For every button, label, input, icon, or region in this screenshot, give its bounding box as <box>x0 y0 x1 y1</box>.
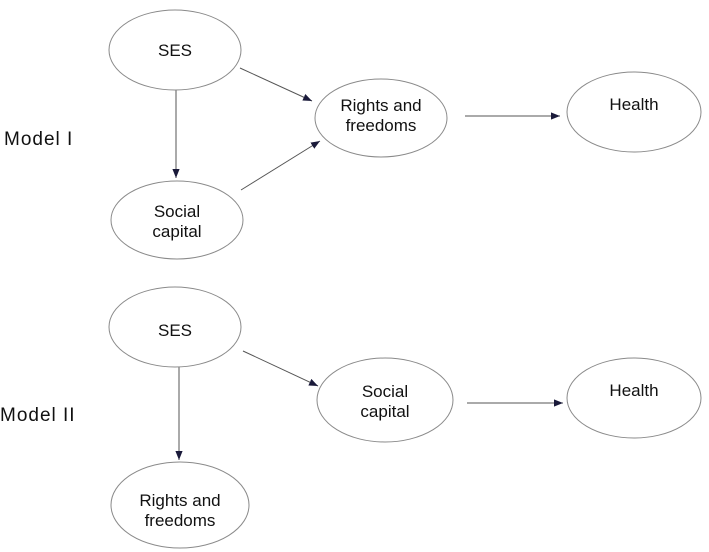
model-1-node-ses-text-0: SES <box>158 41 192 60</box>
model-1-node-ses-ellipse <box>108 9 242 91</box>
model-1-node-social-capital-text-1: capital <box>152 222 201 241</box>
model-2-node-rights-freedoms-text-1: freedoms <box>145 511 216 530</box>
model-1-node-social-capital-ellipse <box>110 180 244 260</box>
model-2-node-health-text-0: Health <box>609 381 658 400</box>
model-2-node-health: Health <box>566 357 702 439</box>
model-2-node-social-capital-text-0: Social <box>362 382 408 401</box>
model-2-label: Model II <box>0 405 76 426</box>
model-1-node-health: Health <box>566 71 702 153</box>
model-2-node-social-capital-text-1: capital <box>360 402 409 421</box>
model-1-node-social-capital-text-0: Social <box>154 202 200 221</box>
labels-layer: Model I Model II <box>0 129 76 426</box>
model-1-arrow-social-capital-to-rights-freedoms <box>240 140 321 191</box>
model-2-node-rights-freedoms-text-0: Rights and <box>139 491 220 510</box>
model-1-node-rights-freedoms-ellipse <box>314 78 448 158</box>
model-2-node-ses-ellipse <box>108 286 242 368</box>
model-2-node-rights-freedoms-ellipse <box>110 461 250 549</box>
model-2-node-ses: SES <box>108 286 242 368</box>
model-2-node-health-ellipse <box>566 357 702 439</box>
model-1-label: Model I <box>4 129 73 150</box>
edges-layer <box>172 67 563 460</box>
model-1-node-health-ellipse <box>566 71 702 153</box>
model-1-node-rights-freedoms-text-0: Rights and <box>340 96 421 115</box>
model-1-node-rights-freedoms-text-1: freedoms <box>346 116 417 135</box>
model-2-arrow-ses-to-social-capital <box>242 350 319 387</box>
model-1-node-ses: SES <box>108 9 242 91</box>
model-1-arrow-ses-to-rights-freedoms <box>239 67 313 102</box>
model-2-node-ses-text-0: SES <box>158 321 192 340</box>
model-2-node-social-capital-ellipse <box>316 357 454 443</box>
model-1-node-health-text-0: Health <box>609 95 658 114</box>
